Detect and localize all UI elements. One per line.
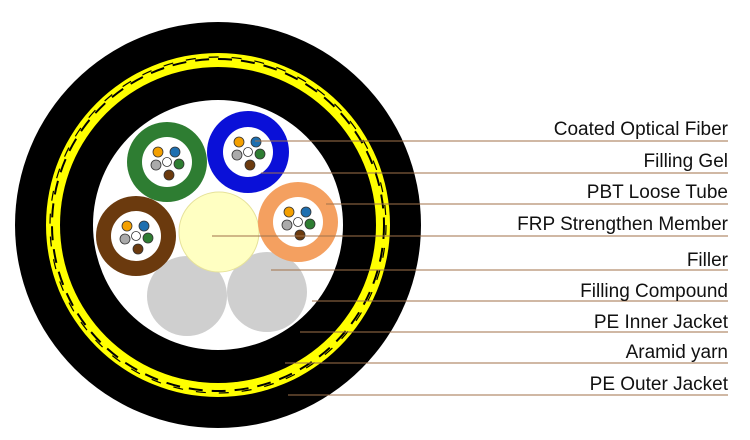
leader-lines	[212, 140, 728, 396]
aramid-yarn-dashes-outer	[49, 56, 387, 394]
optical-fiber	[283, 206, 295, 218]
filler-right	[227, 252, 307, 332]
optical-fiber	[173, 158, 185, 170]
optical-fiber	[233, 136, 245, 148]
optical-fiber	[250, 136, 262, 148]
optical-fiber	[132, 243, 144, 255]
optical-fiber	[169, 146, 181, 158]
optical-fiber	[243, 147, 253, 157]
label-filling-compound: Filling Compound	[580, 281, 728, 302]
optical-fiber	[231, 149, 243, 161]
coated-optical-fibers	[119, 136, 316, 255]
optical-fiber	[300, 206, 312, 218]
optical-fiber	[138, 220, 150, 232]
component-labels: Coated Optical Fiber Filling Gel PBT Loo…	[517, 119, 729, 395]
optical-fiber	[293, 217, 303, 227]
frp-strength-member	[178, 191, 260, 273]
label-pe-inner-jacket: PE Inner Jacket	[594, 312, 729, 333]
optical-fiber	[244, 159, 256, 171]
optical-fiber	[121, 220, 133, 232]
optical-fiber	[152, 146, 164, 158]
label-aramid-yarn: Aramid yarn	[626, 342, 728, 363]
optical-fiber	[254, 148, 266, 160]
optical-fiber	[304, 218, 316, 230]
label-filler: Filler	[687, 250, 729, 271]
aramid-yarn-dashes	[51, 58, 385, 392]
optical-fiber	[119, 233, 131, 245]
optical-fiber	[294, 229, 306, 241]
optical-fiber	[163, 169, 175, 181]
optical-fiber	[150, 159, 162, 171]
optical-fiber	[142, 232, 154, 244]
optical-fiber	[131, 231, 141, 241]
label-coated-optical-fiber: Coated Optical Fiber	[554, 119, 729, 140]
label-pe-outer-jacket: PE Outer Jacket	[590, 374, 729, 395]
label-filling-gel: Filling Gel	[644, 151, 728, 172]
optical-fiber	[162, 157, 172, 167]
filler-left	[147, 256, 227, 336]
optical-fiber	[281, 219, 293, 231]
label-pbt-loose-tube: PBT Loose Tube	[587, 182, 728, 203]
label-frp-strengthen-member: FRP Strengthen Member	[517, 214, 729, 235]
